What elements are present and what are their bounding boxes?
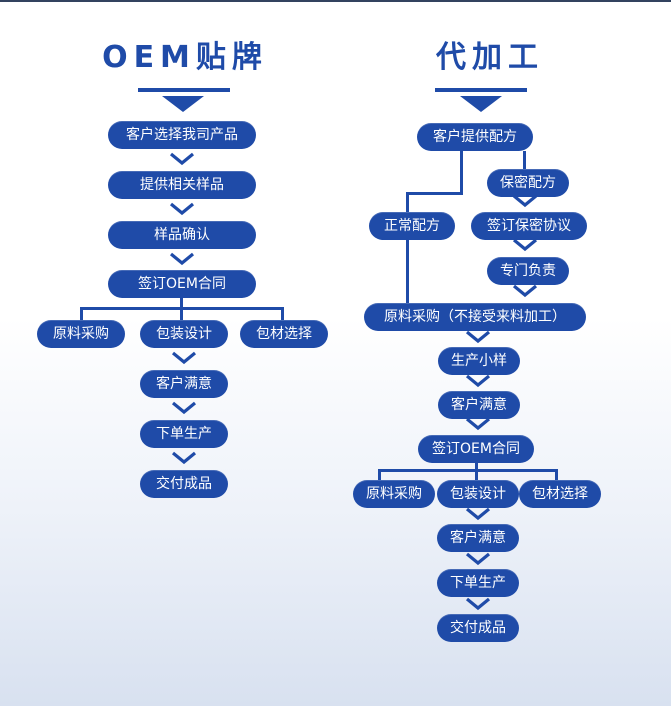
down-triangle-icon: [460, 96, 502, 112]
chevron-down-icon: [171, 401, 197, 415]
processing-sign-nda: 签订保密协议: [471, 212, 587, 240]
oem-branch-package-design: 包装设计: [140, 320, 228, 348]
oem-step-deliver: 交付成品: [140, 470, 228, 498]
processing-title-underline: [435, 88, 527, 92]
oem-branch-drop-left: [80, 307, 83, 321]
chevron-down-icon: [465, 552, 491, 566]
processing-step-satisfied: 客户满意: [438, 391, 520, 419]
processing-left-drop: [406, 192, 409, 212]
processing-dedicated: 专门负责: [487, 257, 569, 285]
processing-branch-package-design: 包装设计: [437, 480, 519, 508]
oem-step-provide-sample: 提供相关样品: [108, 171, 256, 199]
chevron-down-icon: [171, 351, 197, 365]
chevron-down-icon: [512, 194, 538, 208]
processing-branch-drop-middle: [475, 469, 478, 481]
processing-branch-stem: [475, 463, 478, 470]
processing-step-satisfied-final: 客户满意: [437, 524, 519, 552]
processing-left-elbow: [406, 192, 463, 195]
chevron-down-icon: [465, 374, 491, 388]
processing-branch-package-material: 包材选择: [519, 480, 601, 508]
oem-branch-drop-middle: [180, 307, 183, 321]
chevron-down-icon: [171, 451, 197, 465]
oem-branch-drop-right: [281, 307, 284, 321]
processing-step-sign-contract: 签订OEM合同: [418, 435, 534, 463]
processing-step-provide-formula: 客户提供配方: [417, 123, 533, 151]
down-triangle-icon: [162, 96, 204, 112]
chevron-down-icon: [465, 330, 491, 344]
oem-step-sign-contract: 签订OEM合同: [108, 270, 256, 298]
chevron-down-icon: [465, 417, 491, 431]
oem-branch-stem: [180, 298, 183, 308]
processing-step-sample-production: 生产小样: [438, 347, 520, 375]
chevron-down-icon: [512, 238, 538, 252]
oem-branch-raw-material: 原料采购: [37, 320, 125, 348]
oem-branch-package-material: 包材选择: [240, 320, 328, 348]
oem-title: OEM贴牌: [102, 40, 268, 75]
processing-title: 代加工: [436, 40, 544, 75]
chevron-down-icon: [169, 202, 195, 216]
processing-branch-drop-left: [378, 469, 381, 481]
top-border-line: [0, 0, 671, 2]
chevron-down-icon: [465, 597, 491, 611]
processing-confidential-formula: 保密配方: [487, 169, 569, 197]
processing-step-order-production: 下单生产: [437, 569, 519, 597]
processing-normal-formula: 正常配方: [369, 212, 455, 240]
processing-branch-drop-right: [555, 469, 558, 481]
chevron-down-icon: [512, 284, 538, 298]
oem-step-select-product: 客户选择我司产品: [108, 121, 256, 149]
oem-title-underline: [138, 88, 230, 92]
processing-left-stem: [460, 151, 463, 195]
processing-right-stem: [523, 151, 526, 169]
processing-branch-raw-material: 原料采购: [353, 480, 435, 508]
chevron-down-icon: [169, 252, 195, 266]
oem-step-satisfied: 客户满意: [140, 370, 228, 398]
processing-raw-procurement: 原料采购（不接受来料加工）: [364, 303, 586, 331]
oem-step-sample-confirm: 样品确认: [108, 221, 256, 249]
processing-step-deliver: 交付成品: [437, 614, 519, 642]
processing-normal-line: [406, 240, 409, 304]
chevron-down-icon: [169, 152, 195, 166]
chevron-down-icon: [465, 507, 491, 521]
oem-step-order-production: 下单生产: [140, 420, 228, 448]
processing-branch-bar: [378, 469, 558, 472]
